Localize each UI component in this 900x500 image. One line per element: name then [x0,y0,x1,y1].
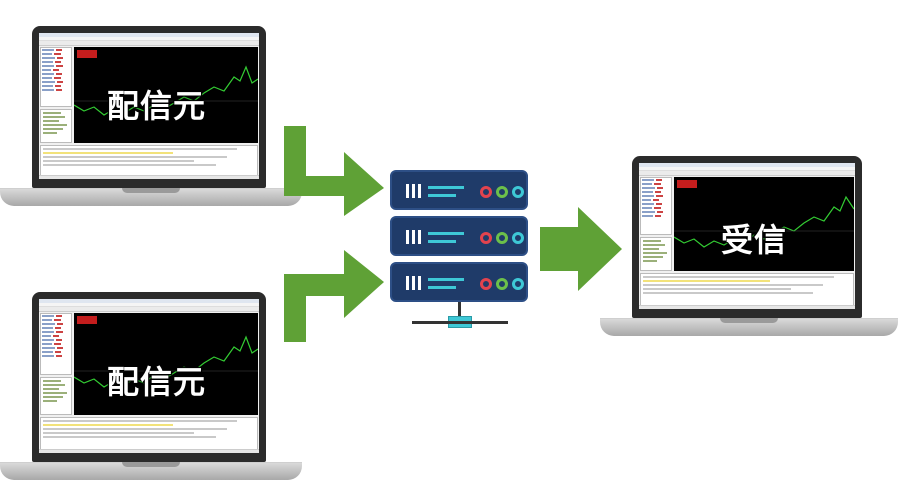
laptop-notch [122,188,180,193]
candlestick-line-icon [74,65,258,116]
trading-terminal-screen: 配信元 [39,299,259,453]
laptop-sender-top: 配信元 [0,0,302,212]
receiver-label: 受信 [721,221,788,259]
arrow-bottom-to-server-icon [284,250,384,342]
trading-terminal-screen: 配信元 [39,33,259,179]
market-watch-panel [40,313,72,375]
led-red-icon [480,186,492,198]
market-watch-panel [40,47,72,107]
server-unit-1 [390,170,528,210]
server-unit-2 [390,216,528,256]
navigator-panel [40,377,72,415]
led-green-icon [496,232,508,244]
server-unit-3 [390,262,528,302]
expert-badge [677,180,697,188]
toolbar [39,41,259,46]
terminal-log-panel [640,273,854,307]
navigator-panel [640,237,672,271]
price-chart [674,177,854,271]
expert-badge [77,316,97,324]
laptop-notch [122,462,180,467]
window-titlebar [39,299,259,303]
terminal-log-panel [40,145,258,179]
led-cyan-icon [512,232,524,244]
price-chart [74,47,258,143]
window-titlebar [39,33,259,37]
laptop-notch [720,318,778,323]
menu-bar [39,303,259,307]
led-green-icon [496,186,508,198]
trading-terminal-screen: 受信 [639,163,855,309]
server-rack-icon [390,170,530,332]
network-stem [458,302,461,316]
status-bar [39,449,259,453]
laptop-sender-bottom: 配信元 [0,292,302,488]
price-chart [74,313,258,415]
laptop-lid: 配信元 [32,26,266,188]
led-cyan-icon [512,186,524,198]
toolbar [639,171,855,176]
expert-badge [77,50,97,58]
arrow-server-to-receiver-icon [540,207,622,291]
menu-bar [39,37,259,41]
toolbar [39,307,259,312]
led-red-icon [480,278,492,290]
sender-label: 配信元 [107,87,207,125]
led-cyan-icon [512,278,524,290]
window-titlebar [639,163,855,167]
laptop-receiver: 受信 [600,156,898,342]
navigator-panel [40,109,72,143]
laptop-lid: 配信元 [32,292,266,462]
candlestick-line-icon [74,335,258,388]
market-watch-panel [640,177,672,235]
network-line [412,321,508,324]
status-bar [39,175,259,179]
led-red-icon [480,232,492,244]
laptop-lid: 受信 [632,156,862,318]
terminal-log-panel [40,417,258,453]
arrow-top-to-server-icon [284,126,384,216]
sender-label: 配信元 [107,363,207,401]
led-green-icon [496,278,508,290]
status-bar [639,305,855,309]
menu-bar [639,167,855,171]
candlestick-line-icon [674,195,854,248]
